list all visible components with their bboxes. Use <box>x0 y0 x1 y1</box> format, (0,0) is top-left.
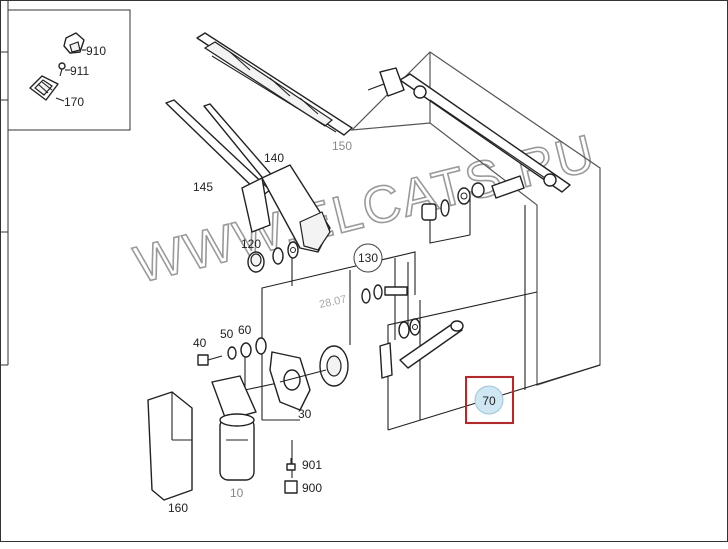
label-910[interactable]: 910 <box>86 44 106 58</box>
part-crank-disc[interactable] <box>279 345 349 387</box>
label-10[interactable]: 10 <box>230 486 244 500</box>
part-30-bracket[interactable] <box>269 351 311 411</box>
label-30[interactable]: 30 <box>298 407 312 421</box>
label-140[interactable]: 140 <box>264 151 284 165</box>
part-bolt-set[interactable] <box>421 175 525 221</box>
part-150-wiper-blade[interactable] <box>196 32 353 136</box>
part-60-grommet[interactable] <box>240 337 267 358</box>
label-120[interactable]: 120 <box>241 237 261 251</box>
highlight-box <box>465 376 514 424</box>
part-washer-a[interactable] <box>272 241 299 265</box>
part-901-screw[interactable] <box>286 458 296 471</box>
label-911[interactable]: 911 <box>70 64 89 78</box>
part-170-nozzle[interactable] <box>29 75 59 101</box>
highlight-circle <box>474 385 504 415</box>
callout-130[interactable]: 130 <box>353 243 383 273</box>
label-150[interactable]: 150 <box>332 139 352 153</box>
part-10-motor[interactable] <box>211 375 257 481</box>
label-70: 70 <box>482 394 496 408</box>
label-170[interactable]: 170 <box>64 95 84 109</box>
part-linkage-rod[interactable] <box>367 67 571 193</box>
callout-70-highlighted[interactable]: 70 <box>465 376 514 424</box>
label-160[interactable]: 160 <box>168 501 188 515</box>
part-130-bolt-group[interactable] <box>361 284 421 339</box>
label-130: 130 <box>358 251 378 265</box>
label-900[interactable]: 900 <box>302 481 322 495</box>
part-910-cap[interactable] <box>63 32 85 54</box>
label-50[interactable]: 50 <box>220 327 234 341</box>
label-145[interactable]: 145 <box>193 180 213 194</box>
part-50-washer[interactable] <box>227 346 237 360</box>
label-60[interactable]: 60 <box>238 323 252 337</box>
inset-box <box>7 9 131 131</box>
date-stamp: 28.07 <box>318 293 347 310</box>
part-crank-link[interactable] <box>379 320 464 379</box>
part-160-cover[interactable] <box>147 391 193 501</box>
label-40[interactable]: 40 <box>193 336 207 350</box>
label-901[interactable]: 901 <box>302 458 322 472</box>
part-140-arm-head[interactable] <box>203 103 331 253</box>
part-120-nut-cap[interactable] <box>247 251 265 273</box>
part-911-screw[interactable] <box>58 62 66 77</box>
part-40-bolt[interactable] <box>197 354 223 366</box>
part-900-plug[interactable] <box>284 480 298 494</box>
